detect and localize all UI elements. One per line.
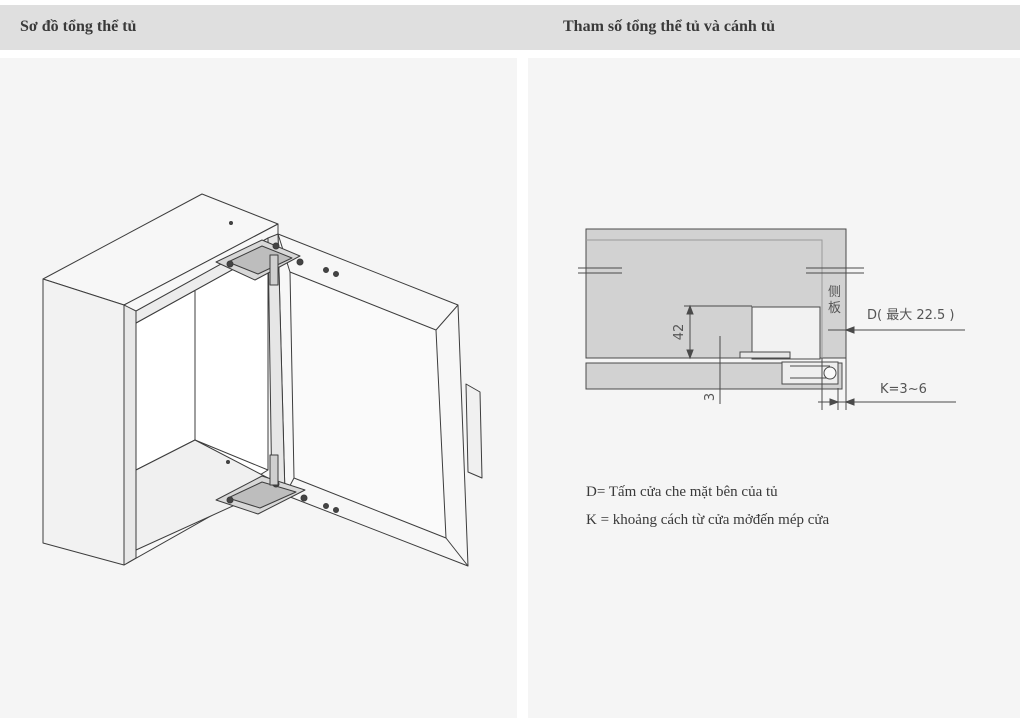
bottom-hinge bbox=[215, 454, 339, 515]
legend-d: D= Tấm cửa che mặt bên của tủ bbox=[586, 484, 778, 500]
cabinet-door-flap bbox=[465, 383, 483, 479]
header-bar bbox=[0, 5, 1020, 50]
hinge-section-drawing: 42 3 侧 板 D( 最大 22.5 ) K=3~6 bbox=[578, 228, 965, 410]
cabinet-isometric-drawing bbox=[42, 193, 483, 567]
cabinet-side-face bbox=[42, 278, 125, 566]
cabinet-parameters-panel: 42 3 侧 板 D( 最大 22.5 ) K=3~6 D= Tấm cửa c… bbox=[528, 58, 1020, 718]
cabinet-parameters-title: Tham số tổng thể tủ và cánh tủ bbox=[563, 18, 776, 35]
cabinet-overview-title: Sơ đồ tổng thể tủ bbox=[20, 18, 137, 35]
cabinet-overview-panel bbox=[0, 58, 517, 718]
side-panel-label-1: 侧 bbox=[828, 285, 841, 300]
d-dimension-label: D( 最大 22.5 ) bbox=[867, 308, 955, 323]
side-panel-label-2: 板 bbox=[828, 301, 841, 316]
k-dimension-label: K=3~6 bbox=[880, 382, 927, 397]
dim-42-label: 42 bbox=[672, 324, 687, 341]
cabinet-frame-band bbox=[123, 304, 137, 566]
hinge-body bbox=[751, 306, 821, 360]
dim-3-label: 3 bbox=[703, 393, 718, 401]
top-hinge bbox=[215, 239, 339, 286]
legend-k: K = khoảng cách từ cửa mởđến mép cửa bbox=[586, 512, 830, 528]
